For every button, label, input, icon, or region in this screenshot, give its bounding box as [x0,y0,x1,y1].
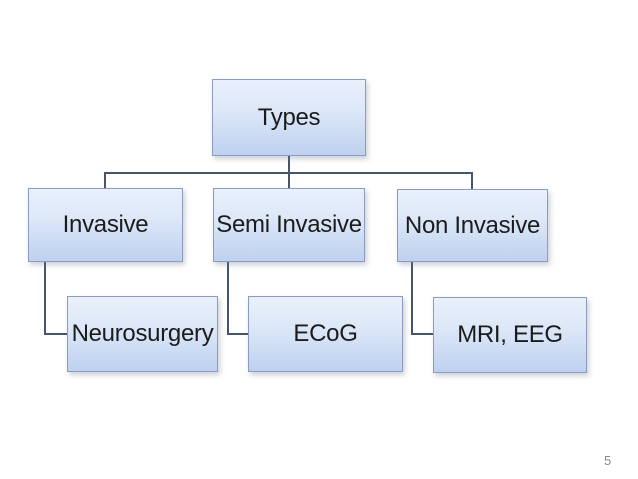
node-ecog-label: ECoG [293,320,358,347]
connector-semi-invasive-ecog-horizontal [227,333,249,335]
node-non-invasive: Non Invasive [397,189,548,262]
node-invasive: Invasive [28,188,183,262]
connector-stub-semi-invasive [288,172,290,189]
connector-non-invasive-mri-eeg-horizontal [411,333,434,335]
node-invasive-label: Invasive [62,211,149,238]
connector-non-invasive-mri-eeg-vertical [411,261,413,335]
node-ecog: ECoG [248,296,403,372]
node-mri-eeg: MRI, EEG [433,297,587,373]
connector-stub-invasive [104,172,106,189]
node-types-label: Types [257,103,321,131]
node-neurosurgery: Neurosurgery [67,296,218,372]
page-number: 5 [604,453,612,468]
connector-invasive-neurosurgery-vertical [44,261,46,335]
connector-semi-invasive-ecog-vertical [227,261,229,335]
node-types: Types [212,79,366,156]
connector-stub-non-invasive [471,172,473,190]
connector-invasive-neurosurgery-horizontal [44,333,68,335]
node-semi-invasive-label: Semi Invasive [216,211,362,238]
node-mri-eeg-label: MRI, EEG [457,321,563,348]
node-non-invasive-label: Non Invasive [404,211,541,239]
node-semi-invasive: Semi Invasive [213,188,365,262]
node-neurosurgery-label: Neurosurgery [71,320,214,347]
connector-types-down [288,156,290,174]
